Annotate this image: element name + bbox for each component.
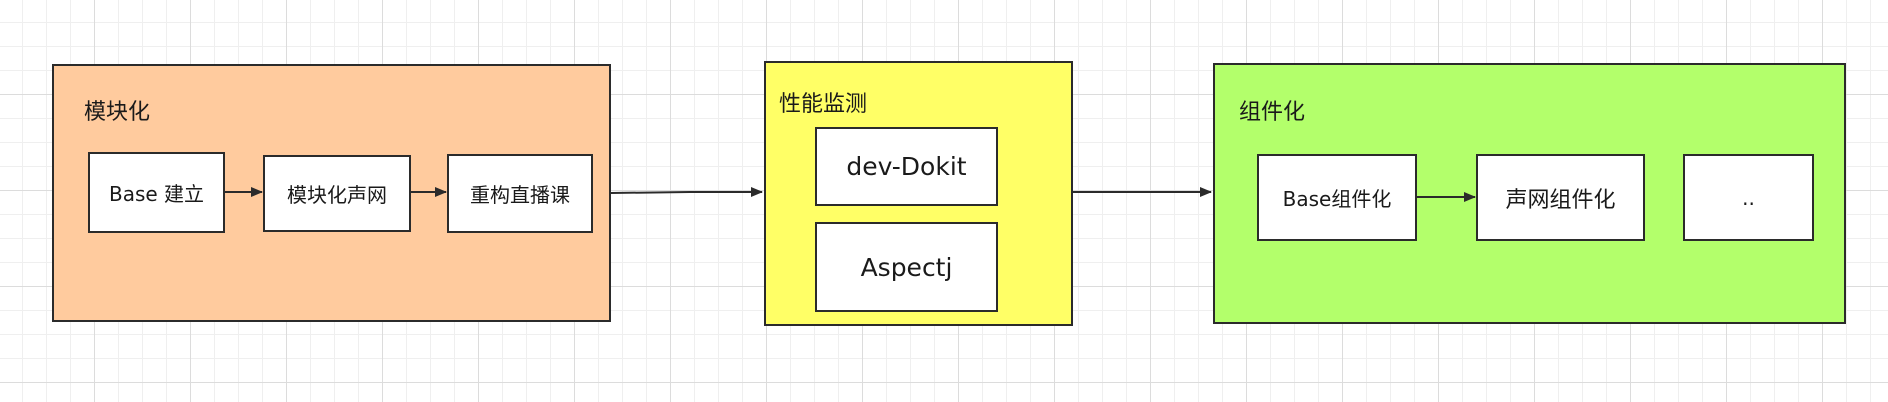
- base-setup-node: Base 建立: [88, 152, 225, 233]
- agora-componentization-node: 声网组件化: [1476, 154, 1645, 241]
- modular-agora-node: 模块化声网: [263, 155, 411, 232]
- refactor-live-class-node: 重构直播课: [447, 154, 593, 233]
- aspectj-node: Aspectj: [815, 222, 998, 312]
- arrow-modular-to-perf: [610, 187, 763, 197]
- modular-group-title: 模块化: [84, 100, 151, 125]
- dev-dokit-node: dev-Dokit: [815, 127, 998, 206]
- perf-monitor-group-title: 性能监测: [779, 92, 868, 117]
- more-node: ..: [1683, 154, 1814, 241]
- base-componentization-node: Base组件化: [1257, 154, 1417, 241]
- component-group-title: 组件化: [1239, 100, 1306, 125]
